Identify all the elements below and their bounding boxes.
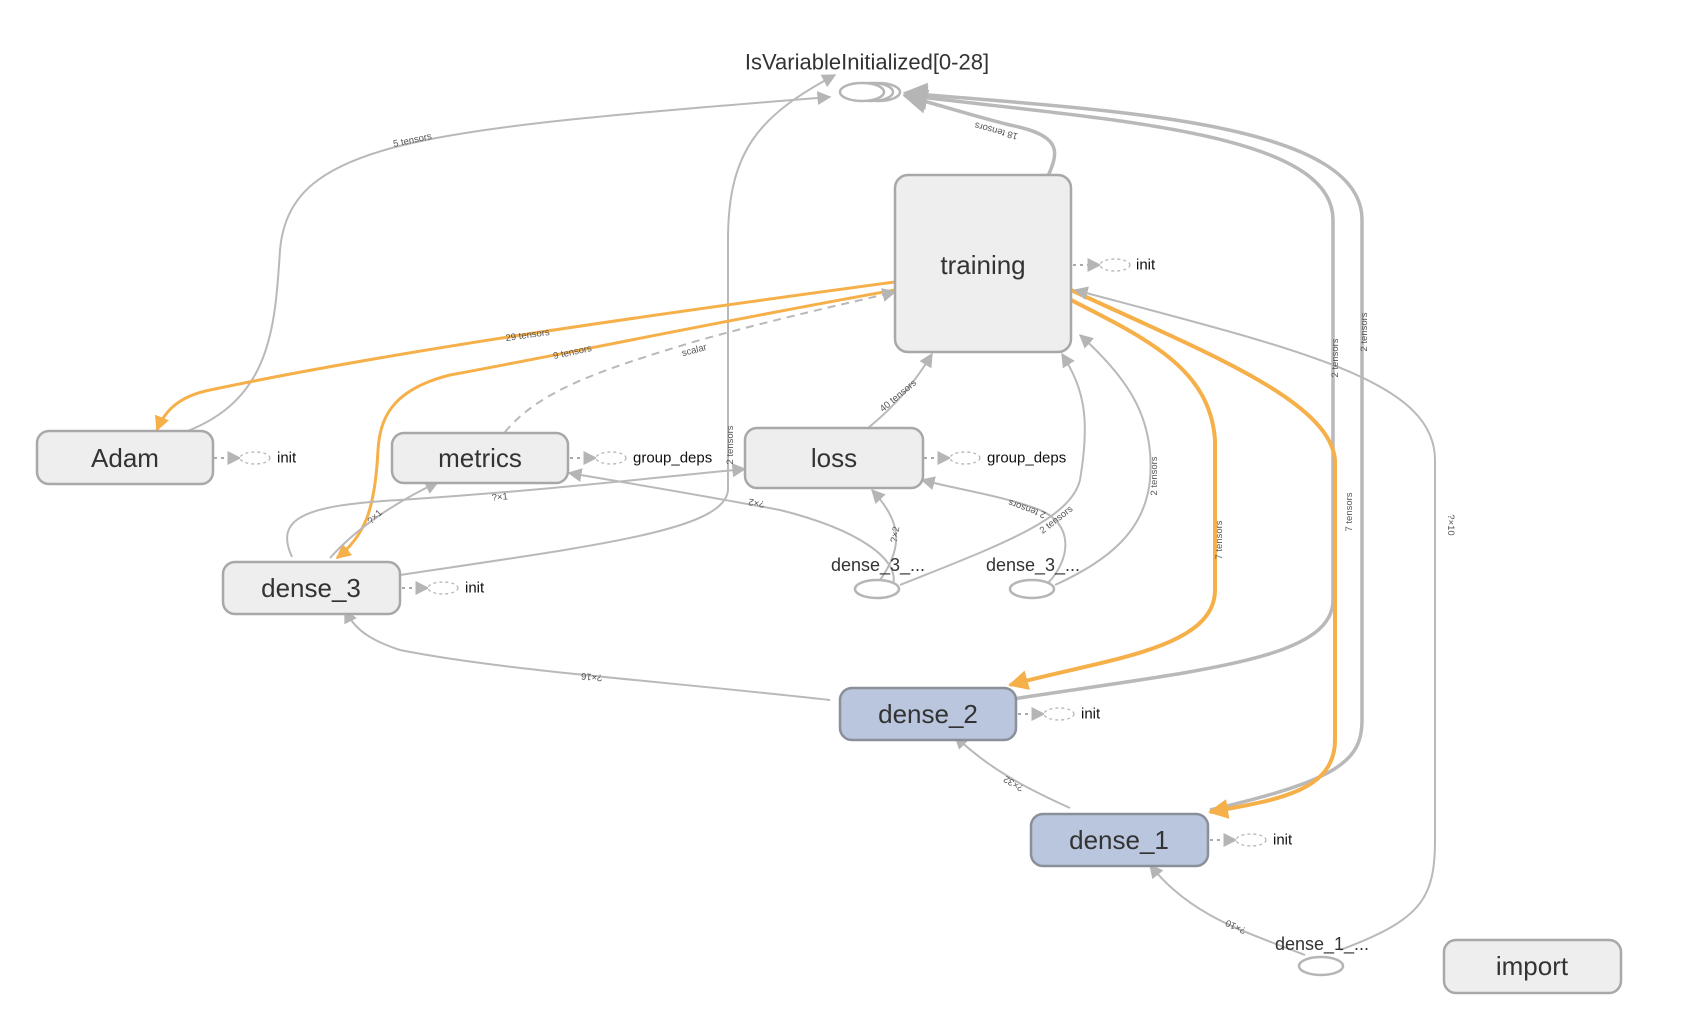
node-dense-3-sub-a[interactable]: dense_3_... xyxy=(831,555,925,600)
edge-label: 7 tensors xyxy=(1214,520,1225,559)
edge-dense2-to-isvariableinitialized[interactable] xyxy=(902,85,1335,702)
dense-2-init-aux[interactable]: init xyxy=(1043,706,1101,723)
edge-dense3a-to-loss[interactable] xyxy=(871,488,898,581)
node-box[interactable] xyxy=(221,560,402,616)
edge-label: 9 tensors xyxy=(552,343,593,362)
edge-dense1-to-dense2[interactable] xyxy=(953,735,1071,809)
node-label: Adam xyxy=(91,443,159,473)
node-dense-1[interactable]: dense_1 xyxy=(1029,812,1210,868)
node-label: dense_3_... xyxy=(831,555,925,576)
node-label: dense_1 xyxy=(1069,825,1169,855)
node-training[interactable]: training xyxy=(893,173,1073,354)
edge-label: ?×2 xyxy=(889,526,903,544)
edge-label: 7 tensors xyxy=(1344,492,1355,531)
node-adam[interactable]: Adam xyxy=(35,429,215,486)
edge-label: 2 tensors xyxy=(1007,496,1048,520)
edge-label: 2 tensors xyxy=(1359,312,1370,351)
edge-metrics-to-training[interactable] xyxy=(504,288,897,433)
edge-label: ?×1 xyxy=(491,491,508,503)
node-box[interactable] xyxy=(743,426,925,490)
node-label: loss xyxy=(811,443,857,473)
edge-label: 2 tensors xyxy=(1330,338,1341,377)
aux-ellipse-icon xyxy=(595,451,627,465)
series-ellipse-icon xyxy=(838,81,886,103)
dense-1-init-aux[interactable]: init xyxy=(1235,832,1293,849)
node-label: dense_1_... xyxy=(1275,934,1369,955)
aux-ellipse-icon xyxy=(1043,707,1075,721)
node-box[interactable] xyxy=(35,429,215,486)
edge-label: ?×10 xyxy=(1445,514,1456,535)
edge-dense3b-to-loss[interactable] xyxy=(920,476,1067,584)
loss-group-deps-aux[interactable]: group_deps xyxy=(949,450,1066,467)
aux-ellipse-icon xyxy=(1235,833,1267,847)
edge-training-to-dense1[interactable] xyxy=(1070,288,1337,819)
node-isvariableinitialized[interactable]: IsVariableInitialized[0-28] xyxy=(745,50,989,103)
edge-label: 2 tensors xyxy=(725,425,736,464)
aux-ellipse-icon xyxy=(1099,258,1131,272)
node-import[interactable]: import xyxy=(1442,938,1623,995)
node-box[interactable] xyxy=(838,686,1018,742)
node-loss[interactable]: loss xyxy=(743,426,925,490)
node-label: training xyxy=(940,250,1025,280)
aux-label: init xyxy=(1136,257,1156,274)
edge-label: ?×2 xyxy=(748,496,766,510)
node-dense-3-sub-b[interactable]: dense_3_... xyxy=(986,555,1080,600)
aux-label: group_deps xyxy=(633,450,712,467)
node-box[interactable] xyxy=(1442,938,1623,995)
node-box[interactable] xyxy=(1029,812,1210,868)
node-label: import xyxy=(1496,951,1569,981)
edge-label: ?×32 xyxy=(1002,773,1026,793)
edge-label: 5 tensors xyxy=(392,131,433,150)
edge-dense3b-to-training[interactable] xyxy=(1054,334,1152,586)
node-label: metrics xyxy=(438,443,522,473)
edge-dense3-to-loss[interactable] xyxy=(286,463,747,558)
node-label: dense_3 xyxy=(261,573,361,603)
aux-label: group_deps xyxy=(987,450,1066,467)
adam-init-aux[interactable]: init xyxy=(239,450,297,467)
node-dense-2[interactable]: dense_2 xyxy=(838,686,1018,742)
edge-dense3-to-isvariableinitialized[interactable] xyxy=(399,74,837,576)
training-init-aux[interactable]: init xyxy=(1099,257,1156,274)
edge-training-to-isvariableinitialized[interactable] xyxy=(902,89,1057,177)
edges xyxy=(155,74,1436,956)
metrics-group-deps-aux[interactable]: group_deps xyxy=(595,450,712,467)
node-dense-1-sub[interactable]: dense_1_... xyxy=(1275,934,1369,977)
aux-label: init xyxy=(1081,706,1101,723)
op-ellipse-icon xyxy=(1008,578,1056,600)
aux-label: init xyxy=(1273,832,1293,849)
node-metrics[interactable]: metrics xyxy=(390,431,570,485)
edge-label: ?×16 xyxy=(581,670,603,683)
node-box[interactable] xyxy=(893,173,1073,354)
edge-label: 2 tensors xyxy=(1149,456,1160,495)
aux-ellipse-icon xyxy=(949,451,981,465)
edge-dense1a-to-training[interactable] xyxy=(1073,286,1436,951)
edge-dense3a-to-metrics[interactable] xyxy=(567,468,895,586)
edge-label: 29 tensors xyxy=(505,327,551,344)
edge-training-to-dense3[interactable] xyxy=(335,288,896,560)
edge-label: ?×10 xyxy=(1224,917,1248,936)
node-dense-3[interactable]: dense_3 xyxy=(221,560,402,616)
edge-dense3a-to-training[interactable] xyxy=(899,352,1086,586)
dense-3-init-aux[interactable]: init xyxy=(427,580,485,597)
aux-ellipse-icon xyxy=(239,451,271,465)
op-ellipse-icon xyxy=(853,578,901,600)
edge-dense1a-to-dense1[interactable] xyxy=(1149,863,1306,956)
edge-dense2-to-dense3[interactable] xyxy=(344,608,831,701)
aux-label: init xyxy=(465,580,485,597)
edge-label: 40 tensors xyxy=(878,377,919,414)
edge-training-to-adam[interactable] xyxy=(155,280,896,432)
node-box[interactable] xyxy=(390,431,570,485)
aux-label: init xyxy=(277,450,297,467)
edge-dense3-to-metrics[interactable] xyxy=(329,481,440,559)
node-label: IsVariableInitialized[0-28] xyxy=(745,50,989,75)
node-label: dense_2 xyxy=(878,699,978,729)
edge-loss-to-training[interactable] xyxy=(867,352,933,429)
node-label: dense_3_... xyxy=(986,555,1080,576)
edge-training-to-dense2[interactable] xyxy=(1008,298,1217,690)
op-ellipse-icon xyxy=(1297,955,1345,977)
aux-ellipse-icon xyxy=(427,581,459,595)
edge-adam-to-isvariableinitialized[interactable] xyxy=(184,91,832,433)
